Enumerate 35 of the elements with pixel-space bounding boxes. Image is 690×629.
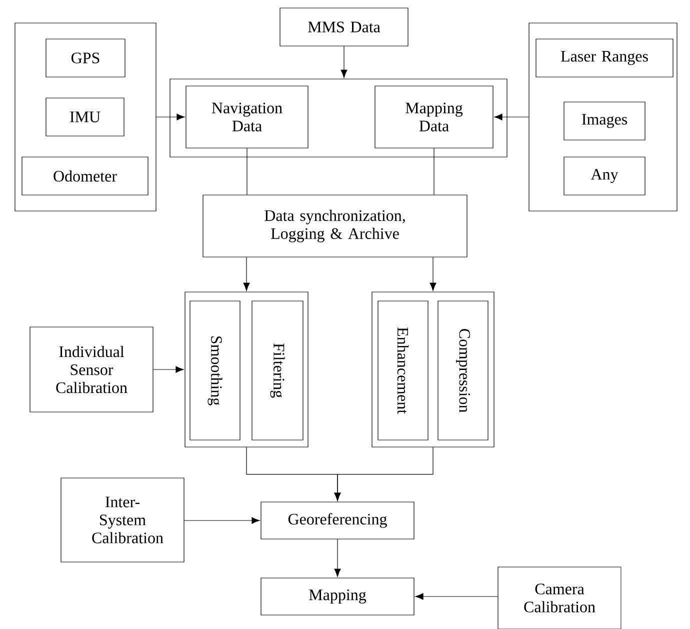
group-box xyxy=(528,22,678,212)
arrow xyxy=(340,46,348,78)
sensor-box: Any xyxy=(564,156,646,196)
arrow xyxy=(243,257,250,291)
arrow xyxy=(334,539,341,577)
input-box: Inter-System Calibration xyxy=(60,478,184,562)
sensor-box: GPS xyxy=(46,38,126,78)
process-box: Mapping Data xyxy=(374,86,494,148)
input-box: Individual Sensor Calibration xyxy=(30,326,154,412)
process-box: Mapping xyxy=(260,578,414,616)
sensor-box: Odometer xyxy=(22,156,148,196)
connector-line xyxy=(246,148,248,195)
group-box xyxy=(14,22,156,212)
arrow xyxy=(184,517,260,524)
process-box: Compression xyxy=(438,300,488,440)
process-box: Filtering xyxy=(252,300,304,440)
arrow xyxy=(334,447,434,501)
process-box: MMS Data xyxy=(280,8,408,46)
input-box: Camera Calibration xyxy=(498,566,622,629)
group-box xyxy=(372,292,494,448)
arrow xyxy=(494,114,529,120)
arrow xyxy=(430,257,436,291)
process-box: Georeferencing xyxy=(260,502,414,540)
process-box: Enhancement xyxy=(378,300,428,440)
arrow xyxy=(153,366,184,373)
arrow xyxy=(156,114,185,120)
process-box: Data synchronization, Logging & Archive xyxy=(202,194,468,258)
arrow xyxy=(415,593,498,600)
process-box: Smoothing xyxy=(190,300,240,440)
group-box xyxy=(184,292,308,448)
sensor-box: Laser Ranges xyxy=(536,38,674,78)
group-box xyxy=(170,78,508,158)
process-box: Navigation Data xyxy=(186,86,308,148)
sensor-box: Images xyxy=(564,102,646,140)
sensor-box: IMU xyxy=(46,98,124,136)
